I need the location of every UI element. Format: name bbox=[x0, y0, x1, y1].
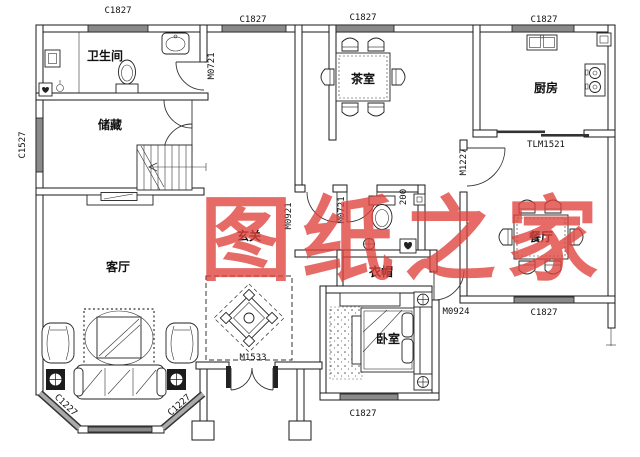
nightstand-bottom bbox=[413, 373, 433, 391]
label-door-foyer: M0921 bbox=[284, 202, 294, 229]
kitchen-fixtures bbox=[526, 32, 612, 97]
label-door-dining: M1227 bbox=[459, 148, 469, 175]
stove-icon bbox=[584, 63, 606, 97]
label-door-kitchen-slide: TLM1521 bbox=[527, 140, 565, 150]
bedroom-furniture bbox=[329, 291, 433, 391]
window-top-3 bbox=[335, 24, 395, 33]
window-bedroom bbox=[339, 393, 399, 401]
side-table-left bbox=[46, 369, 65, 390]
label-door-bedroom: M0924 bbox=[442, 307, 469, 317]
window-top-1 bbox=[87, 24, 149, 33]
label-window-top-3: C1827 bbox=[349, 13, 376, 23]
window-dining bbox=[513, 296, 575, 304]
label-bathroom: 卫生间 bbox=[87, 48, 123, 63]
label-window-left: C1527 bbox=[18, 131, 28, 158]
dining-furniture bbox=[498, 199, 584, 275]
living-room-furniture bbox=[41, 308, 199, 400]
armchair-left bbox=[41, 322, 75, 364]
watermark: 图纸之家 bbox=[200, 187, 608, 294]
label-storage: 储藏 bbox=[98, 117, 122, 132]
floor-drain2-icon bbox=[363, 238, 375, 250]
door-labels: M0721 M0921 M0721 200 M1227 TLM1521 M092… bbox=[207, 52, 565, 363]
door-bedroom bbox=[433, 269, 465, 301]
label-foyer: 玄关 bbox=[237, 228, 261, 243]
fridge-icon bbox=[596, 32, 612, 47]
label-window-top-1: C1827 bbox=[104, 6, 131, 16]
porch-column-left bbox=[191, 420, 215, 441]
vent-icon bbox=[413, 193, 426, 206]
label-window-top-4: C1827 bbox=[530, 15, 557, 25]
window-left bbox=[35, 117, 44, 173]
mop-basin-icon bbox=[38, 80, 64, 97]
bed bbox=[360, 305, 421, 375]
label-window-bedroom: C1827 bbox=[349, 409, 376, 419]
sink-icon bbox=[161, 32, 190, 55]
label-powder-dim: 200 bbox=[399, 189, 409, 205]
floor-drain-icon bbox=[44, 49, 61, 68]
bathroom-fixtures bbox=[38, 32, 190, 97]
stair-direction-arrow bbox=[148, 162, 207, 172]
label-door-entry: M1533 bbox=[239, 353, 266, 363]
door-corridor-upper bbox=[163, 99, 193, 129]
bed-bench bbox=[351, 315, 362, 365]
sofa bbox=[73, 364, 167, 400]
windows bbox=[35, 24, 575, 433]
door-bathroom bbox=[175, 61, 205, 91]
door-entry-double bbox=[226, 366, 278, 391]
staircase bbox=[136, 144, 207, 191]
window-top-2 bbox=[221, 24, 287, 33]
tv-console bbox=[86, 192, 154, 206]
armchair-right bbox=[165, 322, 199, 364]
label-kitchen: 厨房 bbox=[534, 80, 558, 95]
kitchen-sink-icon bbox=[526, 34, 558, 51]
window-top-4 bbox=[511, 24, 575, 33]
window-bay-bottom bbox=[87, 426, 153, 433]
label-window-top-2: C1827 bbox=[239, 15, 266, 25]
toilet2-icon bbox=[368, 195, 396, 230]
nightstand-top bbox=[413, 291, 433, 308]
label-door-bathroom: M0721 bbox=[207, 52, 217, 79]
label-bedroom: 卧室 bbox=[376, 331, 400, 346]
label-cloakroom: 衣帽 bbox=[369, 264, 393, 279]
washer-icon bbox=[399, 238, 417, 254]
door-kitchen-sliding bbox=[497, 130, 589, 137]
tea-room-furniture bbox=[320, 37, 406, 117]
room-labels: 卫生间 储藏 茶室 厨房 餐厅 客厅 玄关 衣帽 卧室 bbox=[87, 48, 558, 346]
side-table-right bbox=[167, 369, 186, 390]
label-living: 客厅 bbox=[105, 259, 130, 274]
label-door-powder: M0721 bbox=[337, 196, 347, 223]
door-dining bbox=[466, 147, 506, 187]
door-foyer bbox=[306, 191, 338, 223]
label-tea-room: 茶室 bbox=[350, 71, 375, 86]
powder-room-fixtures bbox=[363, 193, 426, 254]
foyer-floor-medallion bbox=[205, 275, 293, 361]
label-dining: 餐厅 bbox=[529, 229, 553, 244]
label-window-dining: C1827 bbox=[530, 308, 557, 318]
porch-column-right bbox=[288, 420, 312, 441]
wardrobe bbox=[339, 292, 401, 307]
rug-coffee-table bbox=[83, 308, 155, 368]
toilet-icon bbox=[115, 59, 139, 94]
